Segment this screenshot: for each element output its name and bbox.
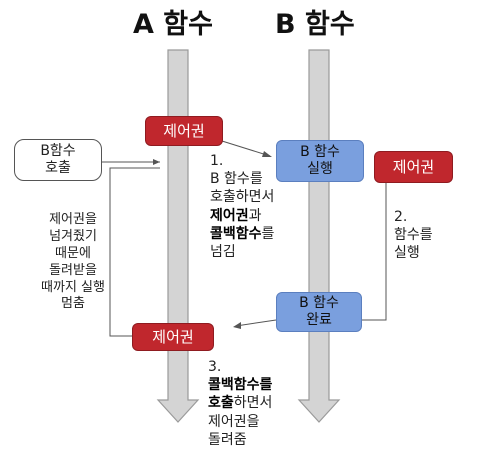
left-bracket — [109, 167, 160, 337]
b-call-box: B함수 호출 — [14, 139, 102, 181]
control-box-top: 제어권 — [146, 117, 222, 145]
a-function-title: A 함수 — [133, 9, 213, 40]
step3-note: 3. 콜백함수를 호출하면서 제어권을 돌려줌 — [208, 359, 273, 448]
right-bracket — [360, 180, 387, 321]
step1-note: 1. B 함수를 호출하면서 제어권과 콜백함수를 넘김 — [210, 153, 275, 260]
a-timeline-arrow — [156, 49, 200, 423]
call-arrowhead — [153, 159, 160, 165]
pass-arrowhead — [262, 151, 272, 157]
control-box-right: 제어권 — [375, 152, 452, 182]
b-function-title: B 함수 — [275, 9, 355, 40]
return-arrowhead — [233, 322, 241, 329]
b-run-box: B 함수 실행 — [276, 140, 364, 182]
return-arrow — [235, 319, 277, 327]
b-done-box: B 함수 완료 — [276, 292, 362, 332]
control-box-bottom: 제어권 — [133, 324, 213, 350]
pass-arrow — [221, 140, 271, 157]
step2-note: 2. 함수를 실행 — [394, 209, 433, 262]
pause-note: 제어권을 넘겨줬기 때문에 돌려받을 때까지 실행 멈춤 — [41, 212, 105, 312]
